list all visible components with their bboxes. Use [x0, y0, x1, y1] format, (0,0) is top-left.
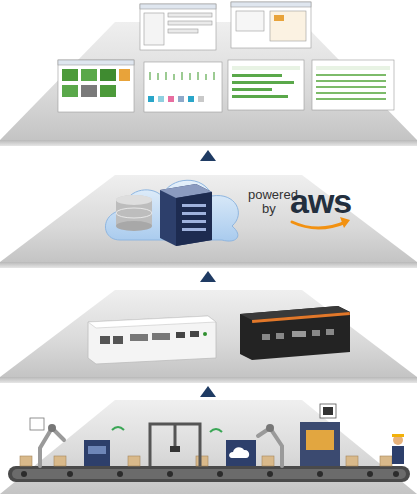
- factory-conveyor: [8, 404, 410, 482]
- brand-logo-text: aws: [290, 184, 351, 218]
- edge-hardware: [88, 306, 350, 364]
- platform-layers: [0, 22, 417, 494]
- aws-smile: [292, 217, 350, 228]
- software-screenshots: [58, 2, 394, 112]
- cloud-server-icon: [105, 180, 238, 246]
- brand-text: by: [262, 202, 276, 215]
